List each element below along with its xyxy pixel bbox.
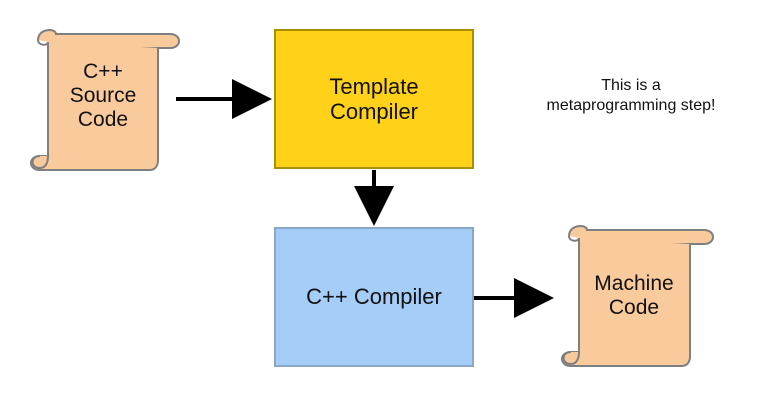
note-line1: This is a	[601, 77, 661, 94]
cpp-compiler-text: C++ Compiler	[306, 284, 442, 310]
cpp-source-line3: Code	[77, 108, 129, 132]
machine-code-label: Machine Code	[580, 272, 688, 320]
machine-code-scroll	[561, 225, 714, 367]
machine-code-line1: Machine	[594, 272, 674, 295]
note-line2: metaprogramming step!	[546, 97, 716, 114]
cpp-source-line1: C++	[83, 60, 123, 83]
metaprogramming-note: This is a metaprogramming step!	[516, 76, 746, 116]
scroll-bottom-curl	[562, 351, 580, 366]
machine-code-line2: Code	[608, 296, 660, 320]
scroll-bottom-curl	[31, 155, 49, 170]
cpp-compiler-label: C++ Compiler	[275, 228, 473, 366]
template-compiler-line2: Compiler	[329, 99, 419, 124]
cpp-source-line2: Source	[69, 84, 137, 108]
template-compiler-box	[274, 29, 474, 169]
cpp-source-scroll	[30, 29, 180, 171]
cpp-compiler-box	[274, 227, 474, 367]
template-compiler-line1: Template	[329, 73, 419, 99]
template-compiler-label: Template Compiler	[275, 30, 473, 168]
cpp-source-label: C++ Source Code	[50, 60, 156, 132]
